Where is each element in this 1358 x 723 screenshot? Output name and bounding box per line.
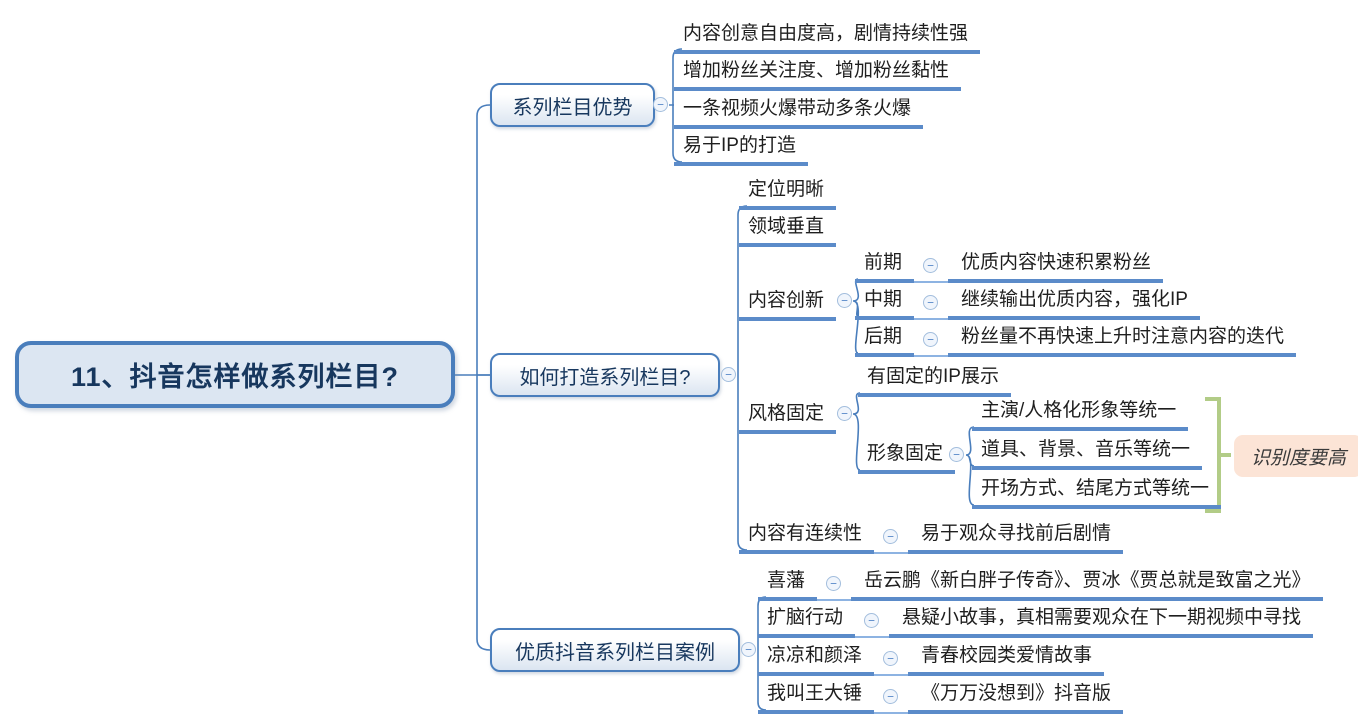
howto-trunk-connector: [737, 205, 748, 551]
topic-label: 内容创新: [739, 288, 837, 321]
summary-callout-label: 识别度要高: [1251, 447, 1347, 469]
case-desc: 青春校园类爱情故事: [908, 643, 1105, 676]
topic-continuity[interactable]: 内容有连续性 − 易于观众寻找前后剧情: [739, 521, 1124, 554]
case-row-3[interactable]: 凉凉和颜泽 − 青春校园类爱情故事: [758, 643, 1105, 676]
collapse-icon[interactable]: −: [826, 576, 842, 591]
advantage-row-1[interactable]: 内容创意自由度高，剧情持续性强: [674, 21, 981, 54]
topic-label: 风格固定: [739, 401, 837, 434]
collapse-icon[interactable]: −: [923, 295, 939, 310]
case-label: 我叫王大锤: [758, 681, 875, 714]
image-item-row-2[interactable]: 道具、背景、音乐等统一: [972, 437, 1203, 470]
topic-label: 易于IP的打造: [674, 133, 808, 166]
branch-cases-label: 优质抖音系列栏目案例: [515, 641, 715, 664]
collapse-icon[interactable]: −: [721, 367, 736, 382]
advantage-row-4[interactable]: 易于IP的打造: [674, 133, 808, 166]
root-topic[interactable]: 11、抖音怎样做系列栏目?: [15, 341, 455, 408]
case-gap: −: [855, 605, 890, 638]
topic-innovation[interactable]: 内容创新: [739, 288, 837, 321]
case-label: 喜藩: [758, 568, 818, 601]
root-topic-label: 11、抖音怎样做系列栏目?: [70, 362, 400, 392]
topic-label: 形象固定: [858, 441, 956, 474]
case-gap: −: [874, 643, 909, 676]
branch-howto-node[interactable]: 如何打造系列栏目?: [490, 353, 720, 397]
topic-label: 道具、背景、音乐等统一: [972, 437, 1203, 470]
topic-label: 主演/人格化形象等统一: [972, 398, 1189, 431]
case-desc: 《万万没想到》抖音版: [908, 681, 1124, 714]
case-desc: 岳云鹏《新白胖子传奇》、贾冰《贾总就是致富之光》: [851, 568, 1323, 601]
phase-label: 中期: [855, 287, 915, 320]
topic-label: 定位明晰: [739, 177, 837, 210]
collapse-icon[interactable]: −: [883, 689, 899, 704]
advantage-row-2[interactable]: 增加粉丝关注度、增加粉丝黏性: [674, 58, 962, 91]
collapse-icon[interactable]: −: [949, 447, 964, 462]
collapse-icon[interactable]: −: [883, 529, 899, 544]
topic-label: 增加粉丝关注度、增加粉丝黏性: [674, 58, 962, 91]
collapse-icon[interactable]: −: [837, 406, 852, 421]
collapse-icon[interactable]: −: [923, 258, 939, 273]
case-desc: 悬疑小故事，真相需要观众在下一期视频中寻找: [889, 605, 1314, 638]
case-row-4[interactable]: 我叫王大锤 − 《万万没想到》抖音版: [758, 681, 1124, 714]
branch-advantages-label: 系列栏目优势: [512, 96, 633, 119]
collapse-icon[interactable]: −: [653, 97, 668, 112]
phase-label: 前期: [855, 250, 915, 283]
collapse-icon[interactable]: −: [837, 293, 852, 308]
branch-advantages-node[interactable]: 系列栏目优势: [490, 83, 655, 127]
phase-row-mid[interactable]: 中期 − 继续输出优质内容，强化IP: [855, 287, 1200, 320]
topic-label: 一条视频火爆带动多条火爆: [674, 96, 924, 129]
case-row-1[interactable]: 喜藩 − 岳云鹏《新白胖子传奇》、贾冰《贾总就是致富之光》: [758, 568, 1323, 601]
case-label: 凉凉和颜泽: [758, 643, 875, 676]
branch-howto-label: 如何打造系列栏目?: [519, 366, 691, 389]
image-item-row-3[interactable]: 开场方式、结尾方式等统一: [972, 476, 1222, 509]
phase-gap: −: [914, 250, 949, 283]
topic-gap: −: [874, 521, 909, 554]
topic-label: 有固定的IP展示: [858, 364, 1011, 397]
branch-cases-node[interactable]: 优质抖音系列栏目案例: [490, 628, 740, 672]
phase-row-late[interactable]: 后期 − 粉丝量不再快速上升时注意内容的迭代: [855, 324, 1297, 357]
phase-gap: −: [914, 324, 949, 357]
case-gap: −: [874, 681, 909, 714]
topic-vertical[interactable]: 领域垂直: [739, 214, 837, 247]
topic-label: 内容有连续性: [739, 521, 875, 554]
topic-ip-display[interactable]: 有固定的IP展示: [858, 364, 1011, 397]
image-item-row-1[interactable]: 主演/人格化形象等统一: [972, 398, 1189, 431]
topic-image-fixed[interactable]: 形象固定: [858, 441, 956, 474]
collapse-icon[interactable]: −: [741, 642, 756, 657]
topic-label: 开场方式、结尾方式等统一: [972, 476, 1222, 509]
collapse-icon[interactable]: −: [923, 332, 939, 347]
collapse-icon[interactable]: −: [883, 651, 899, 666]
topic-positioning[interactable]: 定位明晰: [739, 177, 837, 210]
main-trunk-connector: [476, 104, 491, 651]
collapse-icon[interactable]: −: [864, 613, 880, 628]
phase-gap: −: [914, 287, 949, 320]
topic-style-fixed[interactable]: 风格固定: [739, 401, 837, 434]
case-label: 扩脑行动: [758, 605, 856, 638]
phase-label: 后期: [855, 324, 915, 357]
phase-desc: 优质内容快速积累粉丝: [948, 250, 1164, 283]
phase-row-early[interactable]: 前期 − 优质内容快速积累粉丝: [855, 250, 1164, 283]
topic-desc: 易于观众寻找前后剧情: [908, 521, 1124, 554]
case-gap: −: [817, 568, 852, 601]
topic-label: 领域垂直: [739, 214, 837, 247]
summary-callout[interactable]: 识别度要高: [1234, 435, 1358, 477]
advantage-row-3[interactable]: 一条视频火爆带动多条火爆: [674, 96, 924, 129]
phase-desc: 继续输出优质内容，强化IP: [948, 287, 1200, 320]
topic-label: 内容创意自由度高，剧情持续性强: [674, 21, 981, 54]
phase-desc: 粉丝量不再快速上升时注意内容的迭代: [948, 324, 1297, 357]
case-row-2[interactable]: 扩脑行动 − 悬疑小故事，真相需要观众在下一期视频中寻找: [758, 605, 1314, 638]
